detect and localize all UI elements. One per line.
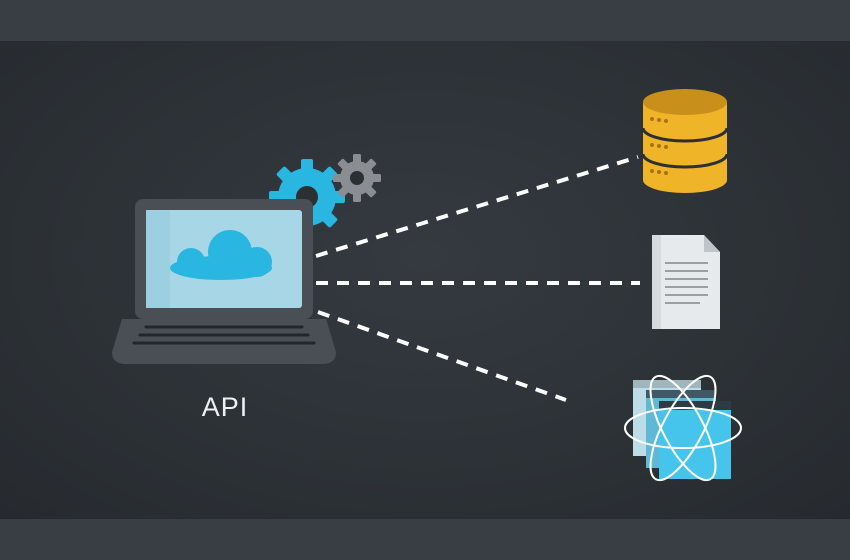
database-icon	[641, 89, 729, 193]
api-label: API	[201, 392, 249, 422]
laptop-cloud-icon	[112, 199, 336, 364]
gray-gear-icon	[333, 154, 381, 202]
cloud-icon	[170, 230, 272, 280]
layered-app-icon	[624, 374, 742, 482]
document-icon	[652, 235, 720, 329]
connector-to-database	[315, 155, 639, 258]
top-band	[0, 0, 850, 41]
connector-to-app	[317, 310, 567, 402]
laptop-keyboard	[132, 325, 316, 345]
connectors	[315, 155, 640, 402]
bottom-band	[0, 519, 850, 560]
